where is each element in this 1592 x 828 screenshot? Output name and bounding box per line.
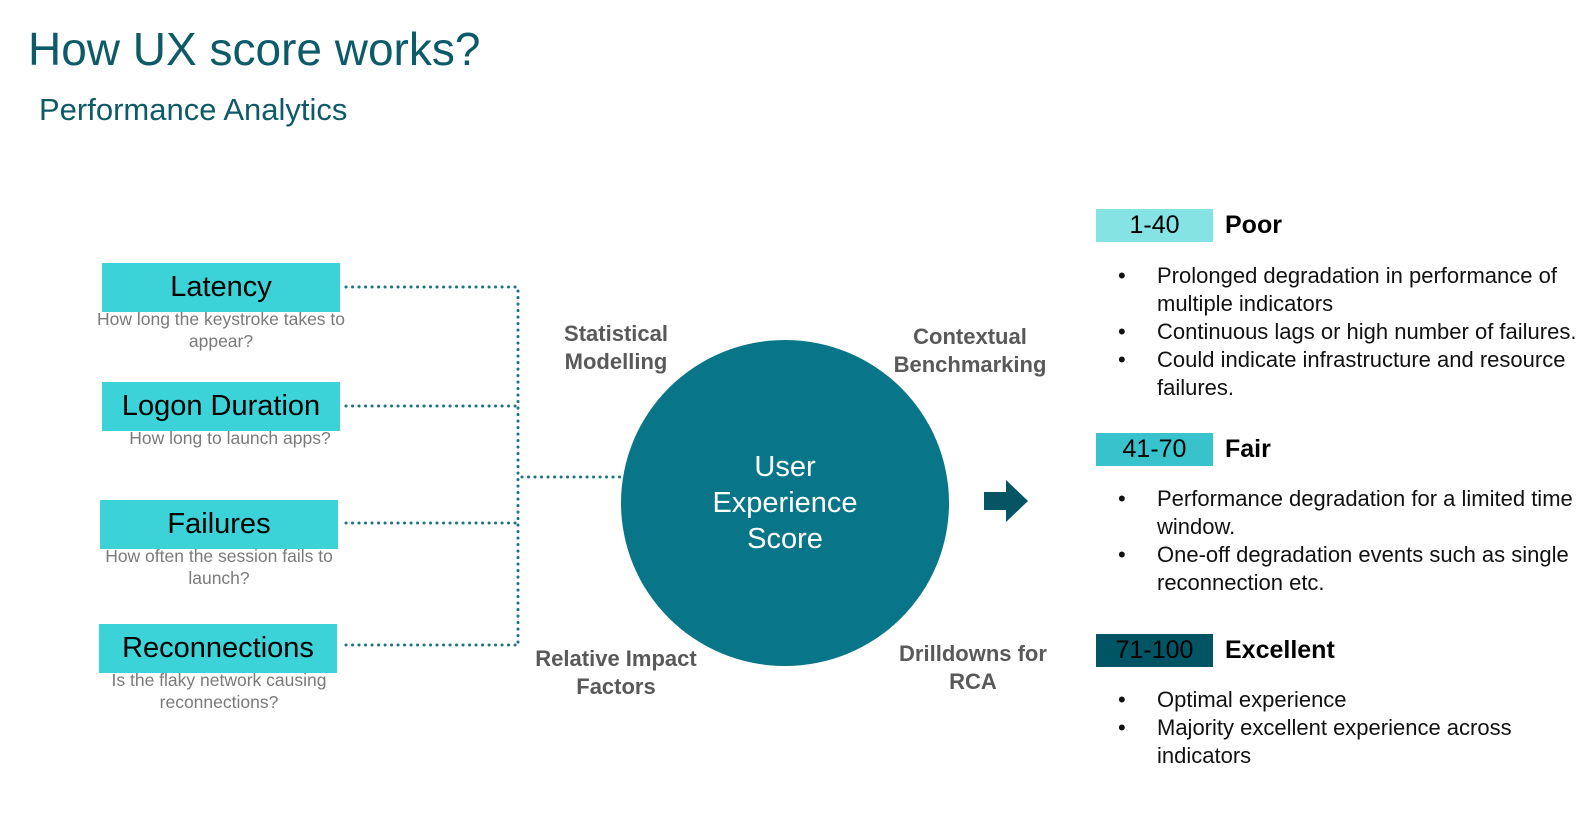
metric-desc-failures: How often the session fails to launch? [105,546,333,588]
bullet-item: •Majority excellent experience across in… [1118,715,1512,768]
bullet-item: •Continuous lags or high number of failu… [1118,319,1577,344]
bullet-list-fair: •Performance degradation for a limited t… [1109,485,1579,597]
metric-box-latency: Latency [102,263,340,312]
ux-score-label: User Experience Score [712,451,858,555]
range-title-excellent: Excellent [1225,636,1335,664]
metric-desc-logon-duration: How long to launch apps? [129,428,331,448]
metric-box-failures: Failures [100,500,338,549]
page-title: How UX score works? [28,23,481,75]
ux-score-circle: User Experience Score [621,340,949,666]
bullet-item: •One-off degradation events such as sing… [1118,542,1569,595]
range-badge-excellent: 71-100 [1096,634,1213,667]
bullet-item: •Could indicate infrastructure and resou… [1118,347,1566,400]
method-label-statistical-modelling: Statistical Modelling [564,321,668,374]
page-subtitle: Performance Analytics [39,92,348,127]
range-badge-poor: 1-40 [1096,209,1213,242]
right-arrow-icon [984,480,1028,522]
metric-box-reconnections: Reconnections [99,624,337,673]
metric-desc-latency: How long the keystroke takes to appear? [96,309,346,351]
bullet-item: •Optimal experience [1118,687,1347,712]
method-label-relative-impact-factors: Relative Impact Factors [535,646,697,699]
range-badge-fair: 41-70 [1096,433,1213,466]
bullet-item: •Performance degradation for a limited t… [1118,486,1573,539]
range-title-fair: Fair [1225,435,1271,463]
bullet-list-poor: •Prolonged degradation in performance of… [1109,262,1579,402]
metric-box-logon-duration: Logon Duration [102,382,340,431]
range-title-poor: Poor [1225,211,1282,239]
bullet-item: •Prolonged degradation in performance of… [1118,263,1557,316]
method-label-contextual-benchmarking: Contextual Benchmarking [893,324,1047,377]
bullet-list-excellent: •Optimal experience •Majority excellent … [1109,686,1579,770]
metric-desc-reconnections: Is the flaky network causing reconnectio… [111,670,327,712]
method-label-drilldowns-for-rca: Drilldowns for RCA [899,641,1047,694]
